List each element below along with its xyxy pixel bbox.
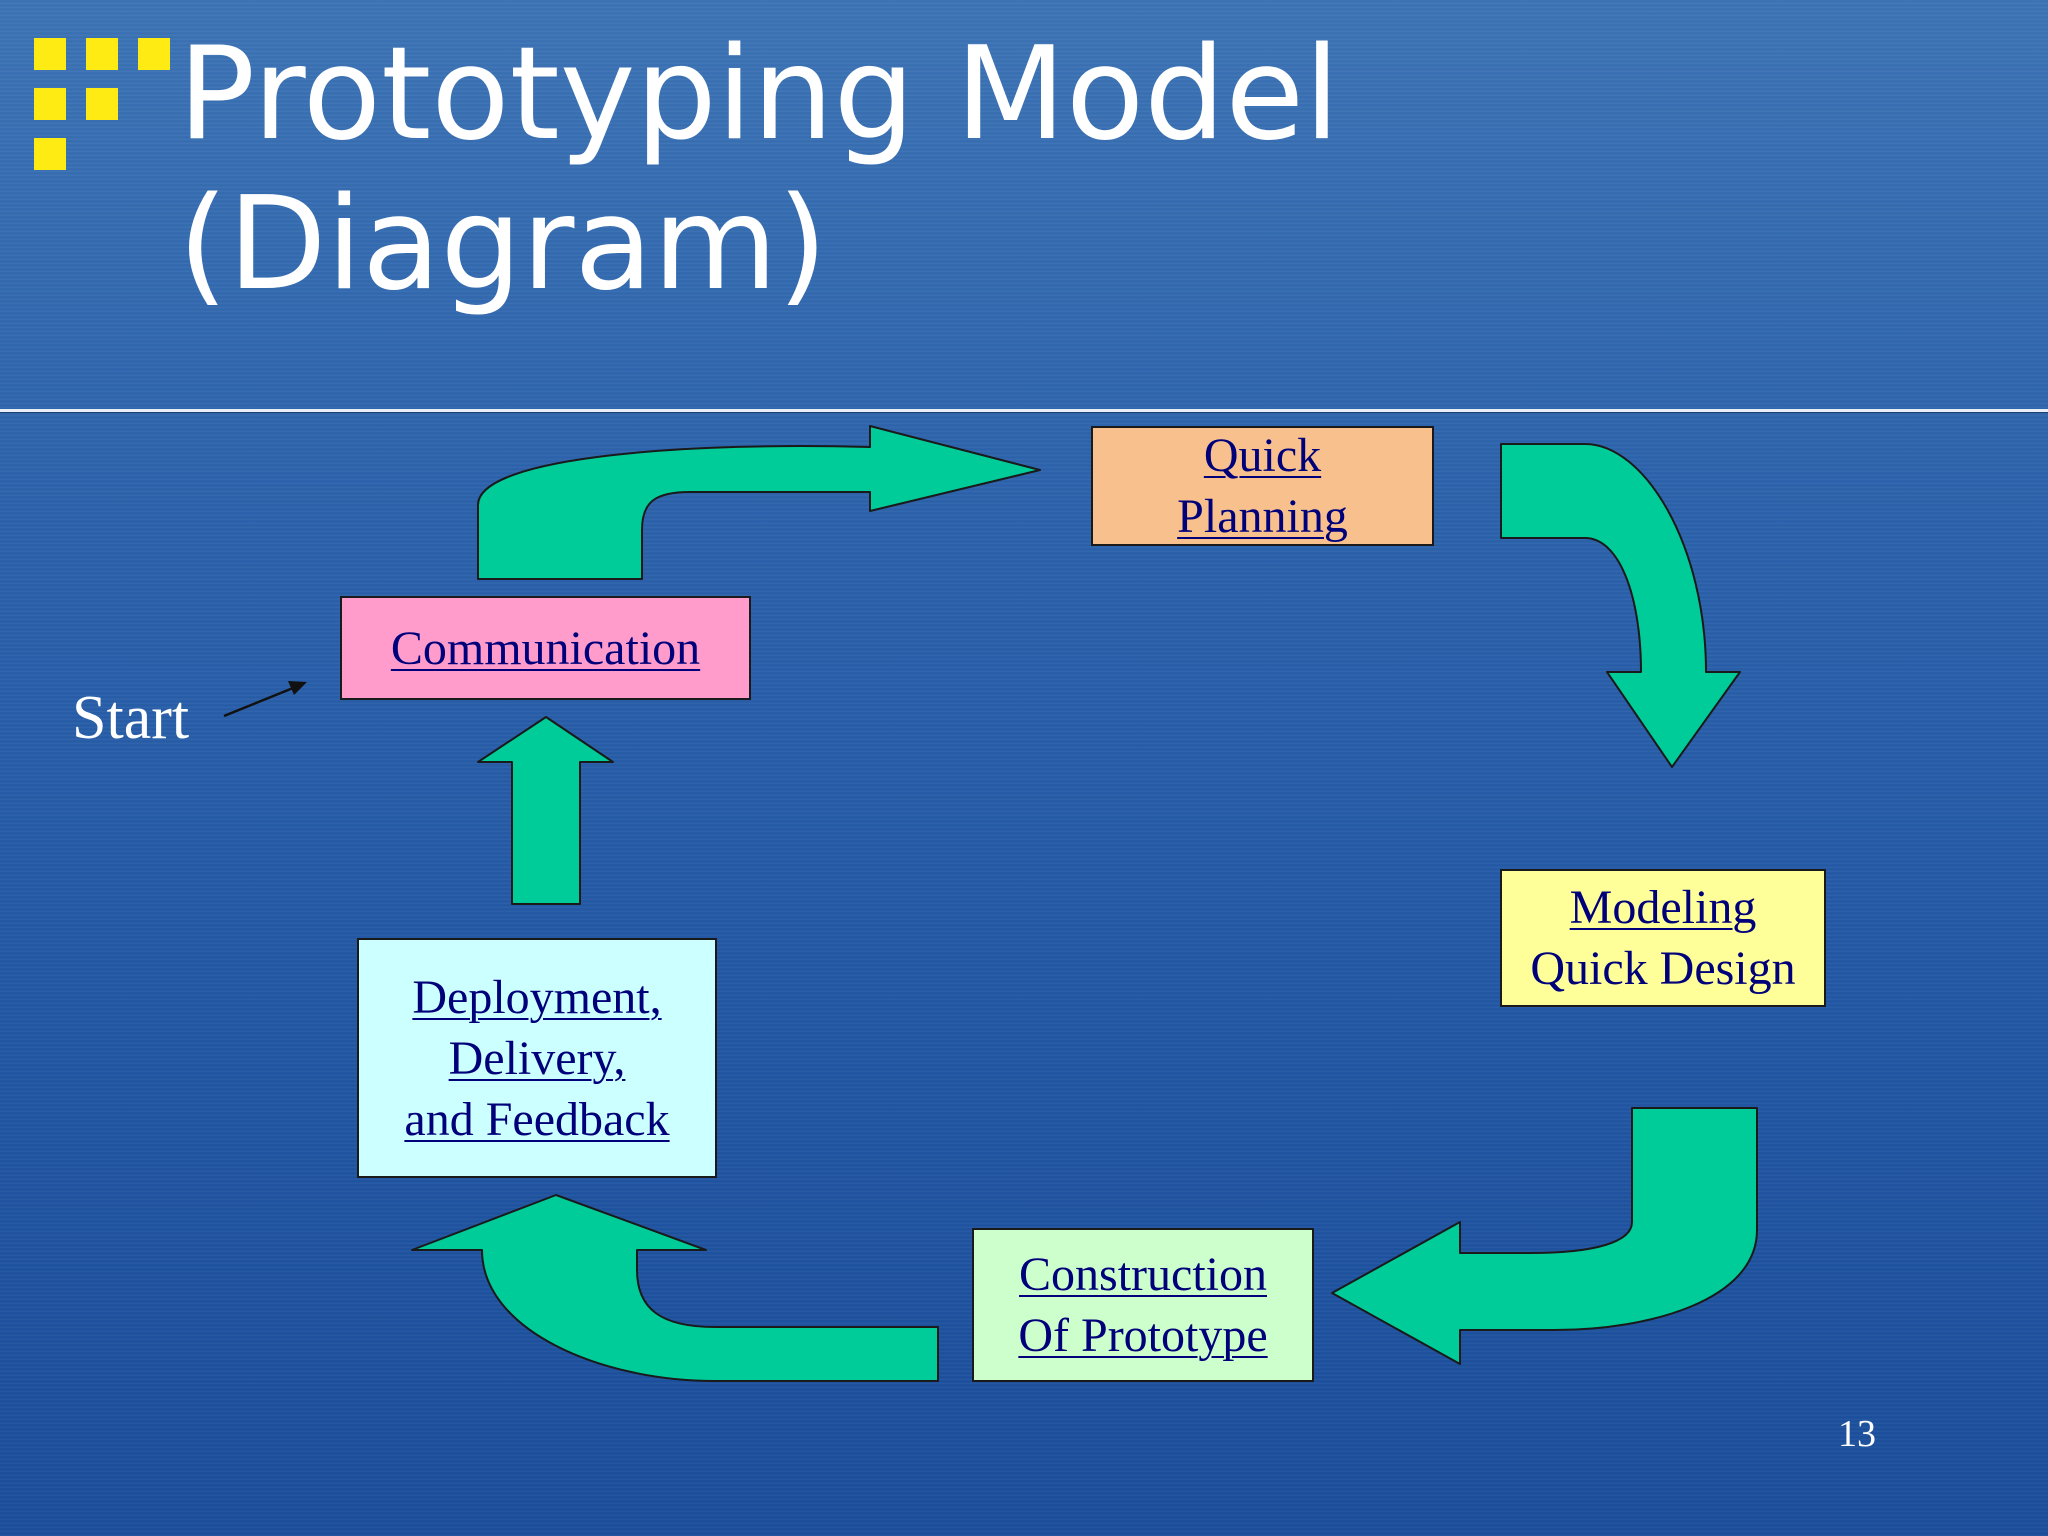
start-label: Start xyxy=(72,684,190,752)
node-quick-planning[interactable]: Quick Planning xyxy=(1091,426,1434,546)
node-quick-planning-label[interactable]: Quick Planning xyxy=(1177,429,1348,543)
arrow-quick-planning-to-modeling xyxy=(1500,443,1741,768)
arrow-communication-to-quick-planning xyxy=(477,425,1041,580)
slide-title-line-2: (Diagram) xyxy=(178,170,828,319)
yellow-square-bullet-icon xyxy=(34,38,170,170)
arrow-deployment-to-communication xyxy=(477,716,614,905)
slide-title: Prototyping Model (Diagram) xyxy=(178,20,1340,320)
node-communication-label[interactable]: Communication xyxy=(390,621,701,675)
node-deployment-label[interactable]: Deployment, Delivery, and Feedback xyxy=(404,970,670,1146)
node-modeling[interactable]: Modeling Quick Design xyxy=(1500,869,1826,1007)
arrow-construction-to-deployment xyxy=(411,1194,939,1382)
arrow-modeling-to-construction xyxy=(1331,1107,1758,1365)
node-construction[interactable]: Construction Of Prototype xyxy=(972,1228,1314,1382)
node-modeling-label[interactable]: Modeling xyxy=(1569,881,1757,934)
node-construction-label[interactable]: Construction Of Prototype xyxy=(1018,1248,1268,1362)
node-deployment[interactable]: Deployment, Delivery, and Feedback xyxy=(357,938,717,1178)
page-number: 13 xyxy=(1838,1413,1876,1455)
node-communication[interactable]: Communication xyxy=(340,596,751,700)
start-pointer-arrow xyxy=(223,681,307,718)
title-divider-line xyxy=(0,409,2048,412)
node-modeling-sublabel: Quick Design xyxy=(1530,942,1796,995)
slide-title-line-1: Prototyping Model xyxy=(178,20,1340,169)
